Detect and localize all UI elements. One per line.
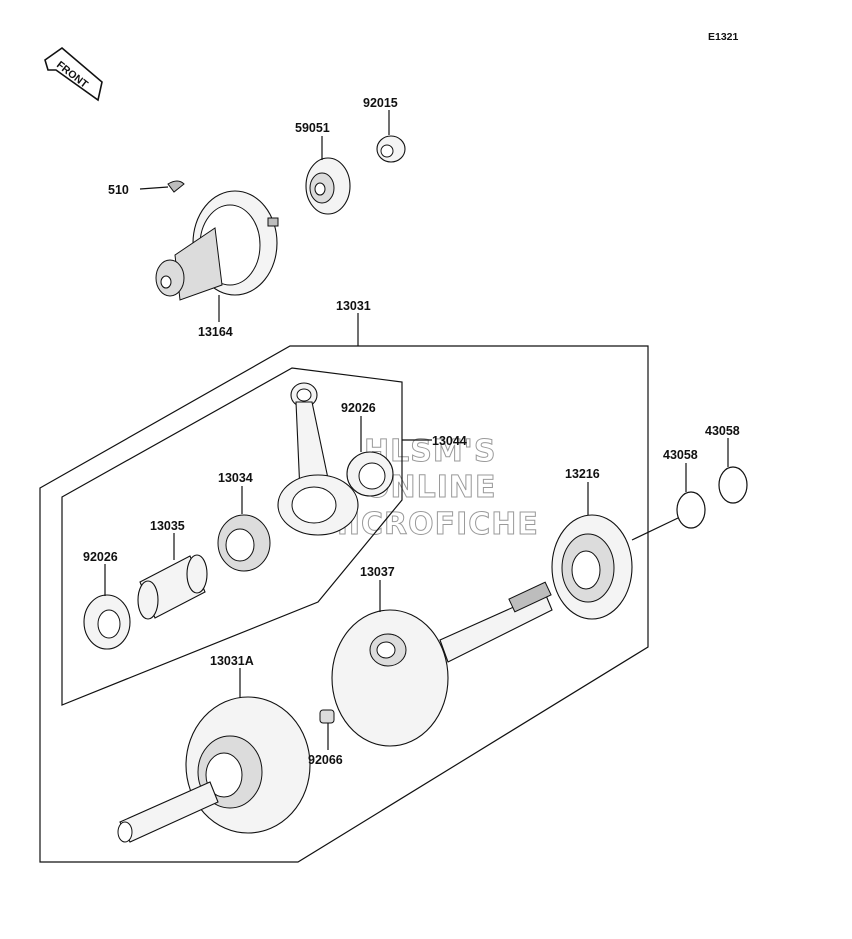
subassembly-frame xyxy=(61,367,403,706)
crankpin-13035 xyxy=(137,554,208,620)
nut-92015 xyxy=(376,135,406,163)
label-13031: 13031 xyxy=(336,299,371,313)
label-92026-top: 92026 xyxy=(341,401,376,415)
label-13164: 13164 xyxy=(198,325,233,339)
assembly-frame-13031 xyxy=(39,345,649,863)
label-59051: 59051 xyxy=(295,121,330,135)
label-92066: 92066 xyxy=(308,753,343,767)
label-43058-a: 43058 xyxy=(663,448,698,462)
pin-92066 xyxy=(319,709,335,724)
front-arrow-icon: FRONT xyxy=(44,46,103,102)
label-13034: 13034 xyxy=(218,471,253,485)
connecting-rod-13044 xyxy=(277,382,359,536)
washer-92026-top xyxy=(346,451,394,497)
washer-92026-left xyxy=(83,594,131,650)
label-92026-left: 92026 xyxy=(83,550,118,564)
leader-lines xyxy=(104,110,729,750)
balancer-shaft-13164 xyxy=(155,190,279,301)
diagram-code: E1321 xyxy=(708,31,739,43)
gear-13216 xyxy=(551,514,633,620)
label-13037: 13037 xyxy=(360,565,395,579)
circlip-43058-b xyxy=(718,466,748,504)
label-510: 510 xyxy=(108,183,129,197)
label-43058-b: 43058 xyxy=(705,424,740,438)
label-13216: 13216 xyxy=(565,467,600,481)
label-13031A: 13031A xyxy=(210,654,254,668)
label-13044: 13044 xyxy=(432,434,467,448)
crankshaft-half-13037 xyxy=(331,581,553,747)
key-510 xyxy=(167,180,185,193)
circlip-43058-a xyxy=(676,491,706,529)
bearing-13034 xyxy=(217,514,271,572)
label-92015: 92015 xyxy=(363,96,398,110)
crankshaft-half-13031A xyxy=(117,696,311,843)
label-13035: 13035 xyxy=(150,519,185,533)
gear-59051 xyxy=(305,157,351,215)
